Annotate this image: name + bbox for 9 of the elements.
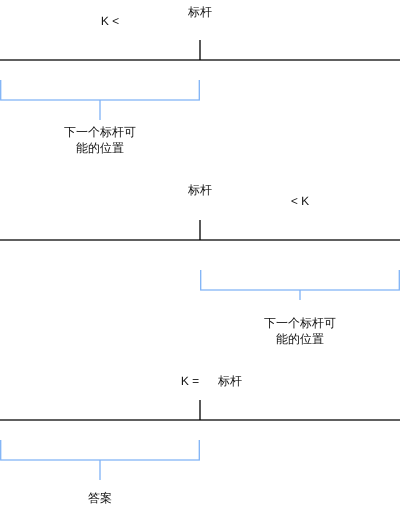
answer-caption: 答案 bbox=[88, 490, 112, 506]
pivot-label: 标杆 bbox=[188, 4, 212, 20]
comparison-label: K < bbox=[100, 13, 120, 29]
range-caption: 下一个标杆可能的位置 bbox=[263, 315, 337, 347]
pivot-label: 标杆 bbox=[218, 373, 242, 389]
pivot-label: 标杆 bbox=[188, 182, 212, 198]
comparison-label: K = bbox=[180, 373, 200, 389]
comparison-label: < K bbox=[290, 193, 310, 209]
range-caption: 下一个标杆可能的位置 bbox=[63, 124, 137, 156]
